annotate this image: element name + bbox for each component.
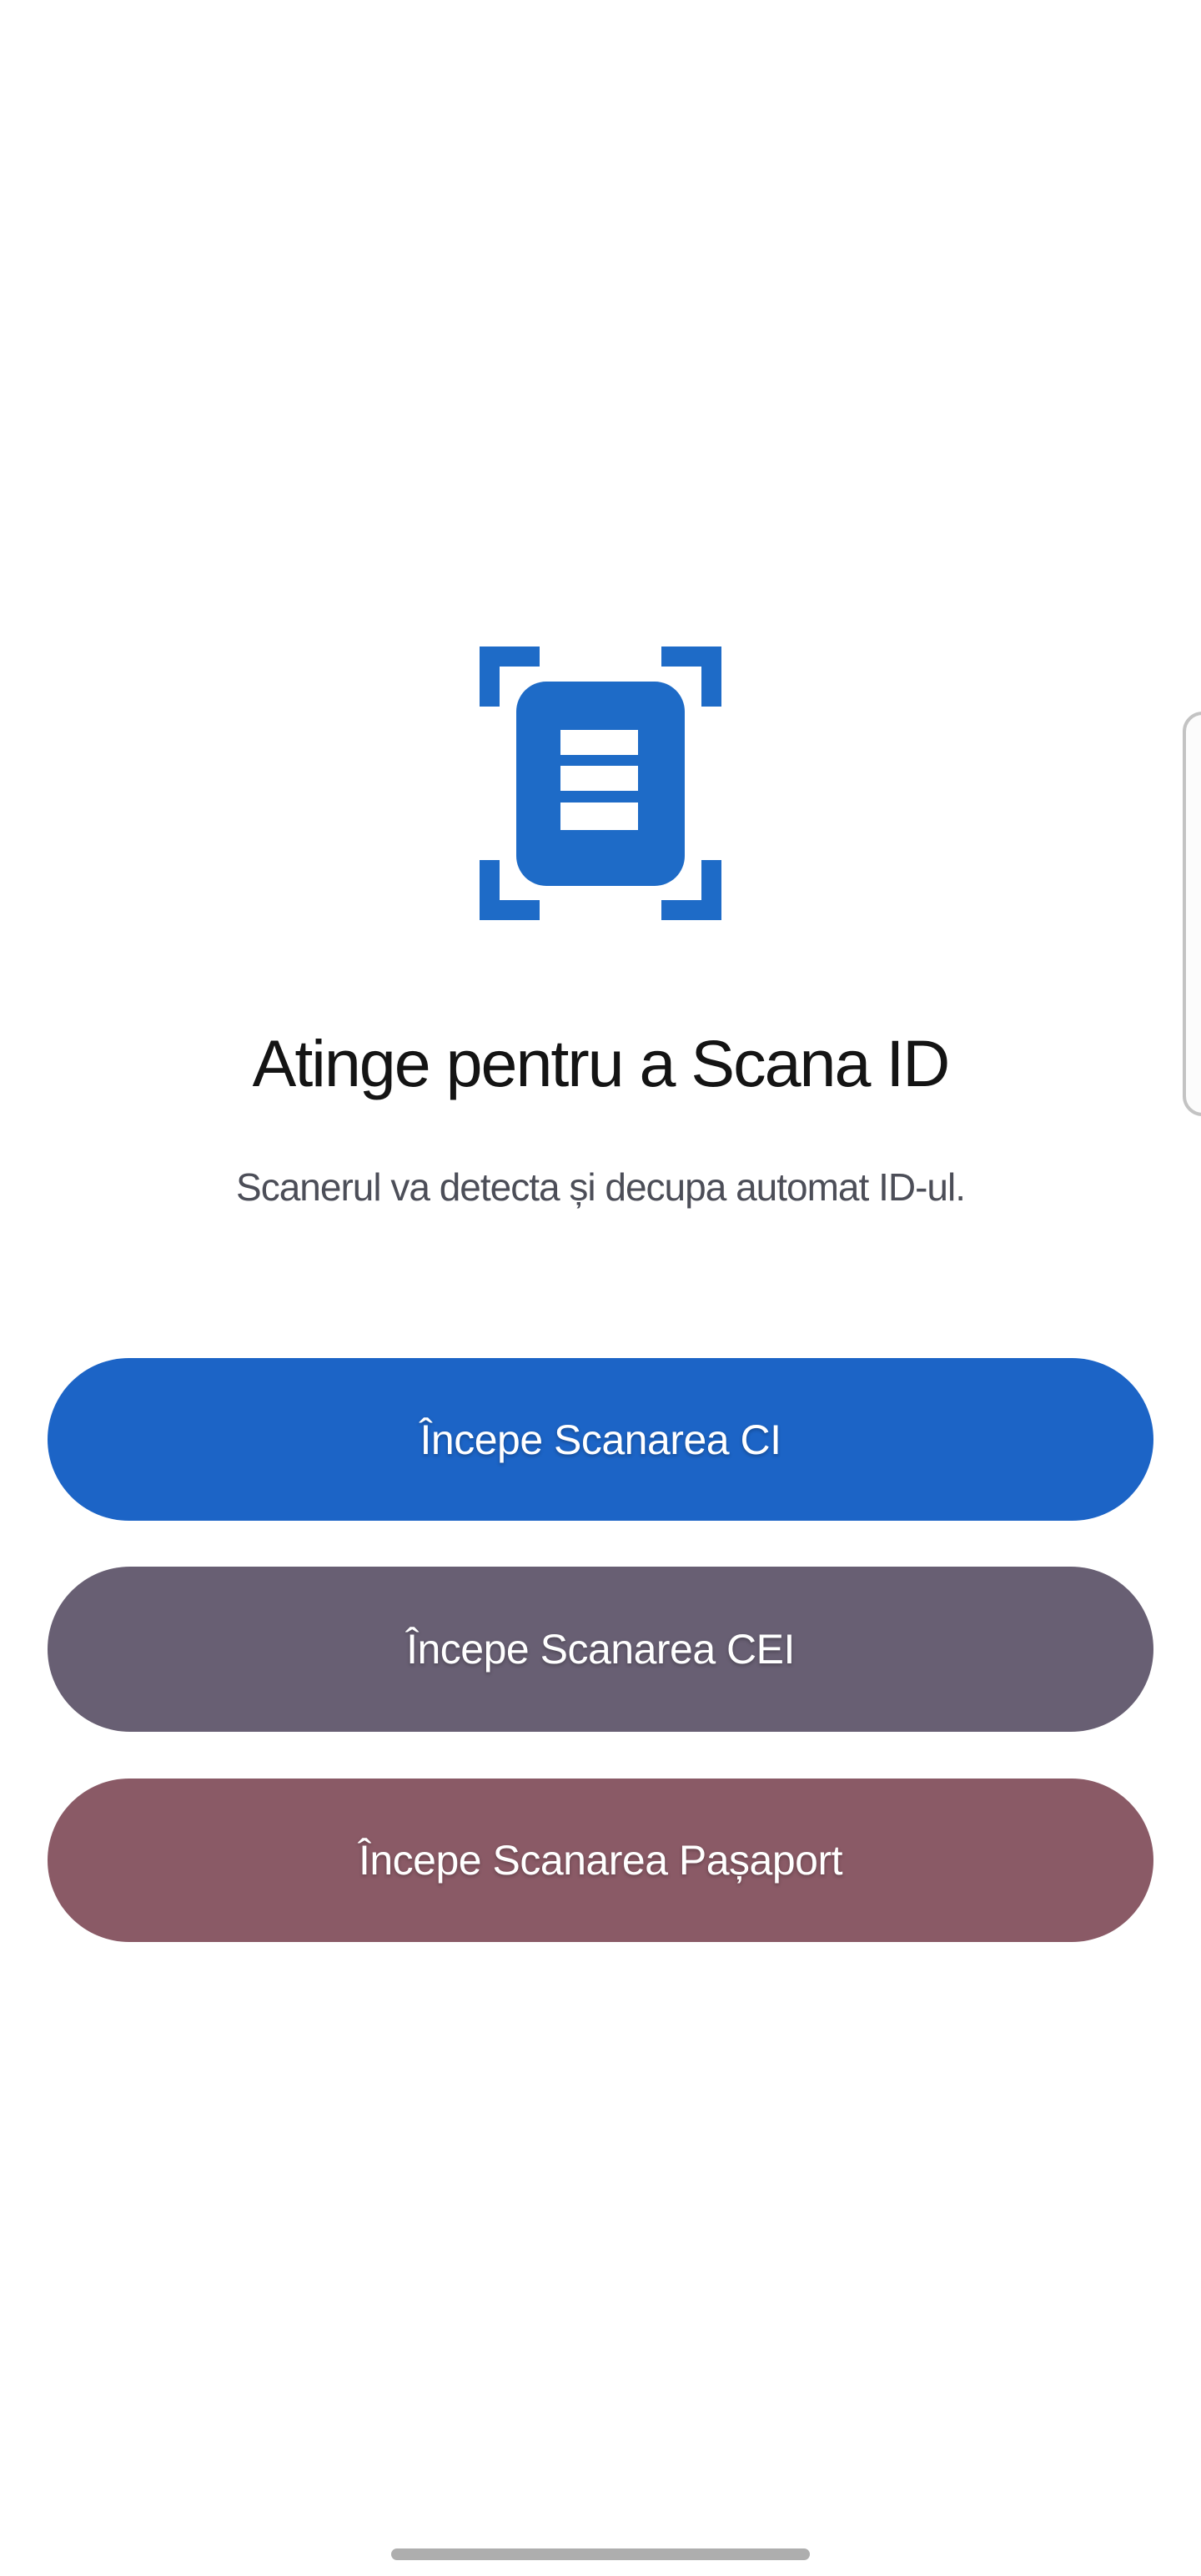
page-title: Atinge pentru a Scana ID: [252, 1026, 951, 1100]
edge-panel-handle[interactable]: [1183, 712, 1201, 1116]
start-scan-passport-button[interactable]: Începe Scanarea Pașaport: [48, 1779, 1153, 1942]
gesture-navigation-pill[interactable]: [391, 2548, 810, 2560]
start-scan-ci-button[interactable]: Începe Scanarea CI: [48, 1358, 1153, 1521]
scan-document-icon: [480, 647, 721, 920]
page-subtitle: Scanerul va detecta și decupa automat ID…: [236, 1165, 966, 1209]
start-scan-cei-button[interactable]: Începe Scanarea CEI: [48, 1567, 1153, 1732]
